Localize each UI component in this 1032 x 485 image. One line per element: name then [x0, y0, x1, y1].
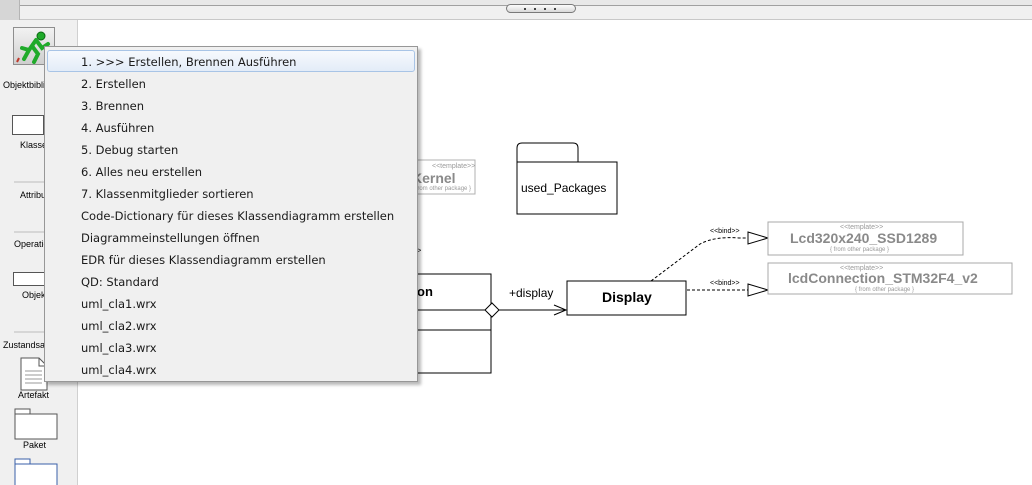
connection-template-origin: { from other package }	[855, 287, 914, 293]
association-role-label: +display	[509, 286, 553, 300]
bind-label-connection: <<bind>>	[710, 280, 740, 287]
context-menu-item[interactable]: 3. Brennen	[81, 99, 145, 113]
connection-template-name: lcdConnection_STM32F4_v2	[788, 270, 978, 286]
context-menu-item[interactable]: 1. >>> Erstellen, Brennen Ausführen	[47, 50, 415, 72]
top-left-tab	[0, 0, 20, 20]
palette-label-klasse: Klasse	[20, 140, 48, 150]
package-tool-icon[interactable]	[14, 408, 58, 440]
lcd-template-name: Lcd320x240_SSD1289	[790, 230, 937, 246]
palette-label-artefakt: Artefakt	[18, 390, 50, 400]
palette-label-paket: Paket	[23, 440, 47, 450]
bind-dependency-lcd[interactable]: <<bind>>	[650, 228, 770, 282]
bind-label-lcd: <<bind>>	[710, 228, 740, 235]
build-context-menu: 1. >>> Erstellen, Brennen Ausführen 2. Er…	[44, 46, 418, 382]
kernel-origin: { from other package }	[412, 186, 471, 192]
top-strip	[0, 0, 1032, 20]
context-menu-item[interactable]: uml_cla3.wrx	[81, 341, 157, 355]
object-tool-icon[interactable]	[13, 272, 45, 286]
display-class-name: Display	[602, 289, 652, 305]
context-menu-item[interactable]: EDR für dieses Klassendiagramm erstellen	[81, 253, 326, 267]
class-tool-icon[interactable]	[12, 115, 44, 135]
palette-label-objekt: Objekt	[22, 290, 49, 300]
context-menu-item[interactable]: uml_cla1.wrx	[81, 297, 157, 311]
lcd-template-box[interactable]: <<template>> Lcd320x240_SSD1289 { from o…	[767, 221, 964, 256]
palette-label-zustandsautomat[interactable]: Zustandsautomat	[3, 340, 73, 350]
context-menu-item[interactable]: QD: Standard	[81, 275, 159, 289]
context-menu-item[interactable]: 5. Debug starten	[81, 143, 179, 157]
context-menu-item[interactable]: 2. Erstellen	[81, 77, 146, 91]
connection-stereotype: <<template>>	[840, 265, 883, 272]
lcd-template-origin: { from other package }	[830, 247, 889, 253]
palette-label-attribut[interactable]: Attribut	[20, 190, 49, 200]
used-packages-package[interactable]: used_Packages	[516, 142, 618, 215]
running-man-icon	[16, 31, 50, 64]
hidden-class-name: on	[417, 284, 433, 299]
context-menu-item[interactable]: uml_cla4.wrx	[81, 363, 157, 377]
context-menu-item[interactable]: 7. Klassenmitglieder sortieren	[81, 187, 254, 201]
palette-separator	[14, 331, 54, 333]
template-package-tool-icon[interactable]	[14, 458, 58, 485]
context-menu-item[interactable]: Diagrammeinstellungen öffnen	[81, 231, 260, 245]
bind-dependency-connection[interactable]: <<bind>>	[687, 280, 770, 297]
kernel-name: Kernel	[412, 170, 456, 186]
splitter-grip-icon[interactable]	[506, 4, 576, 13]
palette-separator	[14, 231, 54, 233]
palette-label-operation[interactable]: Operation	[14, 239, 54, 249]
context-menu-item[interactable]: Code-Dictionary für dieses Klassendiagra…	[81, 209, 395, 223]
connection-template-box[interactable]: <<template>> lcdConnection_STM32F4_v2 { …	[767, 262, 1013, 295]
context-menu-item[interactable]: uml_cla2.wrx	[81, 319, 157, 333]
lcd-stereotype: <<template>>	[840, 224, 883, 231]
context-menu-item[interactable]: 6. Alles neu erstellen	[81, 165, 203, 179]
used-packages-label: used_Packages	[521, 181, 606, 195]
palette-separator	[14, 181, 54, 183]
palette-label-objektbibliothek: Objektbibliothek	[3, 80, 68, 90]
kernel-stereotype: <<template>>	[432, 163, 475, 170]
display-class-box[interactable]: Display	[566, 280, 687, 316]
aggregation-association[interactable]: +display	[484, 286, 568, 318]
context-menu-item[interactable]: 4. Ausführen	[81, 121, 155, 135]
